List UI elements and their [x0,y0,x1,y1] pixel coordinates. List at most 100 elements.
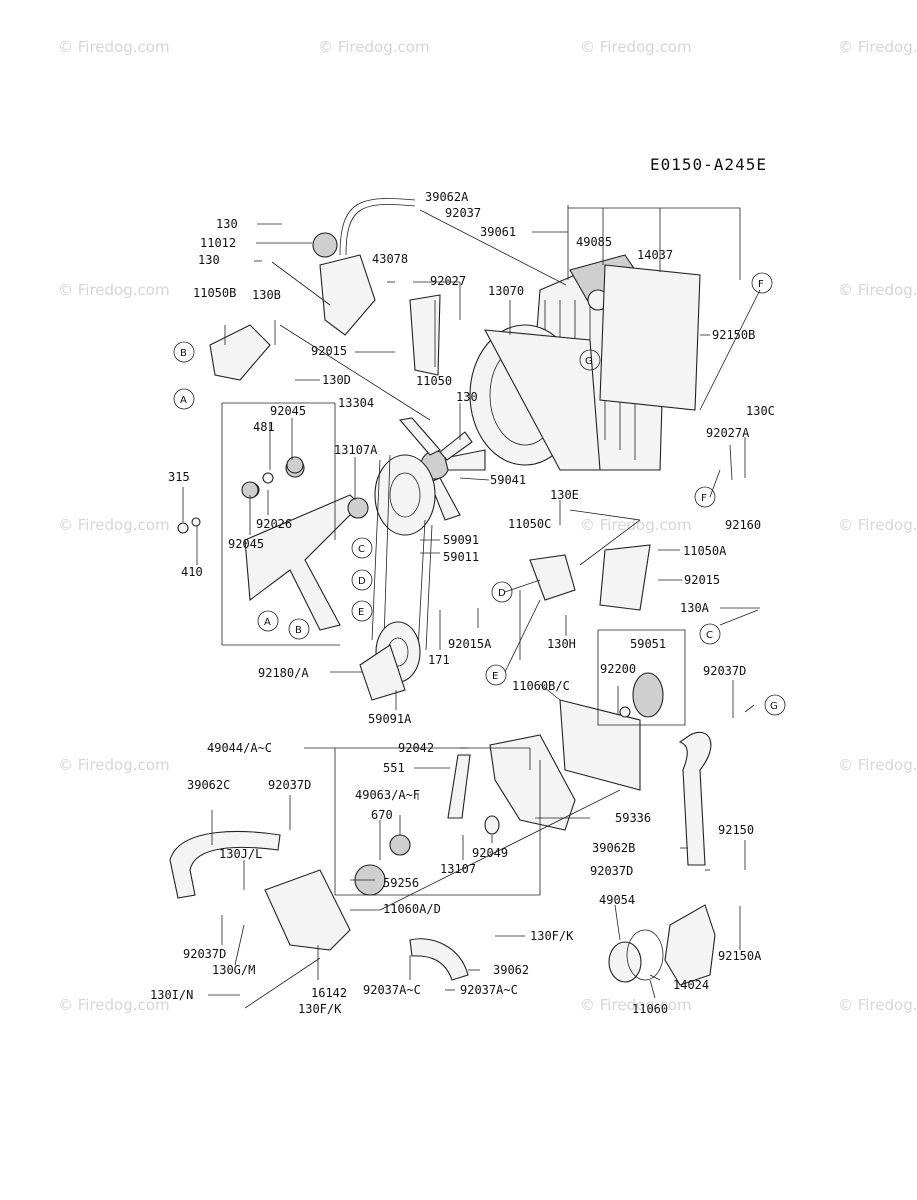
callout-letter: A [264,617,271,628]
part-label: 130 [216,217,238,231]
watermark: © Firedog.com [580,516,692,534]
part-label: 171 [428,653,450,667]
part-label: 130A [680,601,710,615]
part-label: 49063/A~F [355,788,420,802]
part-label: 39062B [592,841,635,855]
watermark: © Firedog.com [58,756,170,774]
part-label: 670 [371,808,393,822]
gear-part [619,672,664,718]
part-label: 92037D [703,664,746,678]
callout-circle [173,341,195,363]
callout-letter: C [706,630,713,641]
belt-part [371,454,433,651]
thermostat-cover [664,904,716,986]
callout-letter: G [770,701,778,712]
part-label: 92042 [398,741,434,755]
part-label: 59011 [443,550,479,564]
part-label: 11050C [508,517,551,531]
watermark: © Firedog.com [58,281,170,299]
part-label: 92160 [725,518,761,532]
part-label: 92015 [684,573,720,587]
reservoir-tank-part [312,198,416,336]
part-label: 130F/K [530,929,574,943]
part-label: 92049 [472,846,508,860]
part-label: 130C [746,404,775,418]
part-label: 130H [547,637,576,651]
part-label: 39062C [187,778,230,792]
crank-pulley-part [359,621,421,701]
callout-circle [751,272,773,294]
diagram-code: E0150-A245E [650,155,767,174]
watermark: © Firedog.com [838,38,917,56]
part-label: 92150B [712,328,755,342]
part-label: 16142 [311,986,347,1000]
watermark: © Firedog.com [580,38,692,56]
part-label: 49044/A~C [207,741,272,755]
bracket-11050 [409,294,441,376]
part-label: 410 [181,565,203,579]
pulley-part [374,454,436,536]
part-label: 11012 [200,236,236,250]
watermark: © Firedog.com [58,996,170,1014]
part-label: 13070 [488,284,524,298]
part-label: 130J/L [219,847,262,861]
part-label: 11060A/D [383,902,441,916]
part-label: 59091 [443,533,479,547]
callout-circle [351,600,373,622]
bracket-11050B [209,324,271,381]
part-labels: 39062A 130 92037 39061 11012 49085 14037… [150,190,775,1016]
part-label: 11050B [193,286,236,300]
part-label: 130G/M [212,963,255,977]
bracket-11050A [599,544,651,611]
part-label: 11050 [416,374,452,388]
part-label: 92037D [590,864,633,878]
callout-circle [485,664,507,686]
callout-circle [699,623,721,645]
part-label: 92037A~C [363,983,421,997]
callout-letter: D [498,588,506,599]
callout-circle [491,581,513,603]
ring-92049 [484,815,500,835]
part-label: 11060 [632,1002,668,1016]
part-label: 92037 [445,206,481,220]
gear-case-gasket [559,699,641,791]
callout-letter: G [585,356,593,367]
part-label: 130B [252,288,281,302]
washer-410 [191,517,201,527]
callout-letter: E [358,607,364,618]
water-pump-housing [489,734,576,831]
part-label: 59256 [383,876,419,890]
part-label: 92026 [256,517,292,531]
part-label: 92027 [430,274,466,288]
shaft-part [447,754,471,819]
part-label: 315 [168,470,190,484]
watermark: © Firedog.com [838,516,917,534]
part-label: 92037D [183,947,226,961]
callout-letter: B [180,348,187,359]
callout-circle [351,537,373,559]
part-label: 92015A [448,637,492,651]
seal-part [389,834,411,856]
callout-circle [579,349,601,371]
part-label: 130 [198,253,220,267]
part-label: 130I/N [150,988,193,1002]
hose-39062C [169,830,281,899]
thermostat-part [608,941,642,983]
hose-39062B [678,731,712,866]
part-label: 14037 [637,248,673,262]
screen-part [599,264,701,411]
part-label: 92180/A [258,666,309,680]
part-label: 92037D [268,778,311,792]
watermark: © Firedog.com [838,281,917,299]
callout-circle [288,618,310,640]
part-label: 39062A [425,190,469,204]
nut-315 [177,522,189,534]
part-label: 13107A [334,443,378,457]
part-label: 92150A [718,949,762,963]
leader-lines [182,205,761,1009]
part-label: 39062 [493,963,529,977]
part-label: 92045 [270,404,306,418]
callout-letter: B [295,625,302,636]
callout-circle [694,486,716,508]
